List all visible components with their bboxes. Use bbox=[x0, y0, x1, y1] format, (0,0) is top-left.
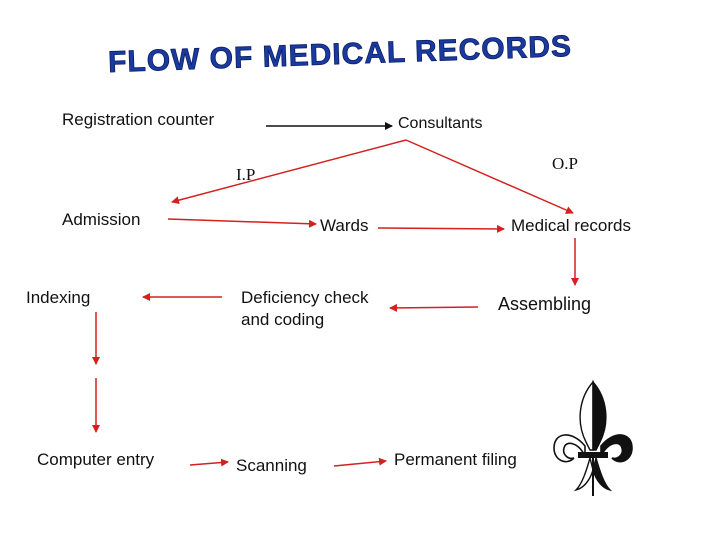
node-deficiency-check-line2: and coding bbox=[241, 310, 325, 329]
arrow-assembling-to-deficiency bbox=[389, 303, 479, 312]
node-medical-records: Medical records bbox=[511, 216, 631, 235]
arrow-scanning-to-permanent-filing bbox=[333, 457, 387, 467]
node-registration-counter: Registration counter bbox=[62, 110, 215, 129]
arrow-wards-to-medical-records bbox=[377, 224, 505, 233]
node-scanning: Scanning bbox=[236, 456, 307, 475]
diagram-title: FLOW OF MEDICAL RECORDS bbox=[100, 24, 580, 84]
node-assembling: Assembling bbox=[498, 294, 592, 314]
node-ip: I.P bbox=[236, 165, 256, 184]
node-admission: Admission bbox=[62, 210, 141, 229]
arrow-consultants-to-medical-records bbox=[405, 139, 574, 214]
arrow-consultants-to-admission bbox=[171, 139, 407, 205]
node-permanent-filing: Permanent filing bbox=[394, 450, 517, 469]
node-deficiency-check-line1: Deficiency check bbox=[241, 288, 369, 307]
node-op: O.P bbox=[552, 154, 578, 173]
node-consultants: Consultants bbox=[398, 115, 483, 132]
node-wards: Wards bbox=[320, 216, 369, 235]
arrow-computer-entry-to-scanning bbox=[189, 458, 229, 467]
node-computer-entry: Computer entry bbox=[37, 450, 155, 469]
node-indexing: Indexing bbox=[26, 288, 91, 307]
fleur-de-lis-icon bbox=[553, 380, 633, 496]
arrow-admission-to-wards bbox=[167, 218, 317, 228]
